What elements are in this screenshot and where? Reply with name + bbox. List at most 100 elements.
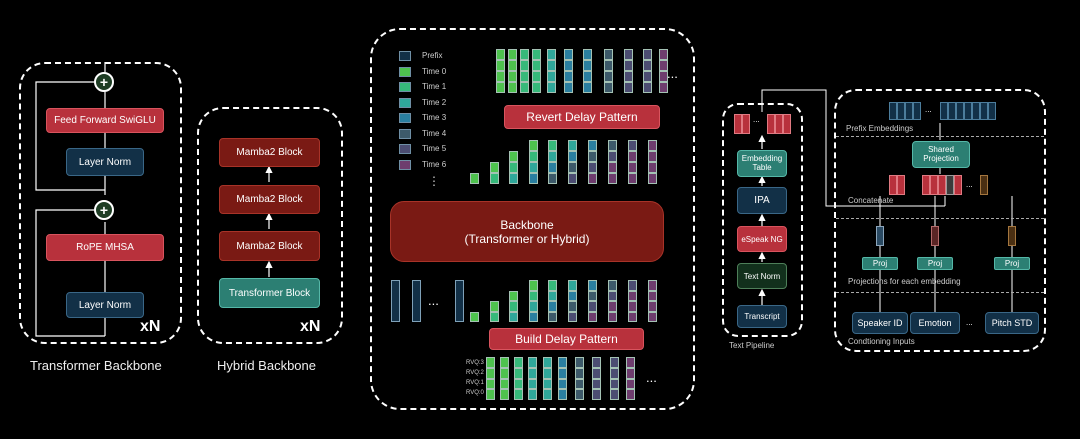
proj-embed-emotion (931, 226, 939, 246)
legend-more: ⋮ (428, 174, 440, 188)
token-cell (548, 301, 557, 312)
projections-caption: Projections for each embedding (848, 277, 961, 286)
backbone-block: Backbone (Transformer or Hybrid) (390, 201, 664, 262)
legend-swatch (399, 113, 411, 123)
layer-norm-bottom-block: Layer Norm (66, 292, 144, 318)
token-cell (648, 311, 657, 322)
token-cell (470, 311, 479, 322)
token-cell (496, 71, 505, 82)
rvq-label: RVQ:3 (466, 360, 484, 366)
concat-embedding (946, 175, 954, 195)
token-cell (528, 367, 537, 379)
token-cell (490, 173, 499, 184)
token-cell (604, 71, 613, 82)
token-cell (529, 290, 538, 301)
token-cell (528, 357, 537, 368)
token-cell (520, 82, 529, 93)
token-cell (508, 60, 517, 71)
transformer-repeat-label: xN (140, 318, 161, 335)
legend-label: Time 2 (422, 97, 447, 107)
token-cell (568, 301, 577, 312)
token-cell (558, 357, 567, 368)
token-cell (490, 301, 499, 312)
token-cell (564, 60, 573, 71)
token-cell (568, 290, 577, 301)
token-cell (543, 378, 552, 390)
rvq-label: RVQ:1 (466, 380, 484, 386)
ellipsis-top: ... (667, 66, 678, 81)
concatenate-caption: Concatenate (848, 196, 894, 205)
build-delay-pattern: Build Delay Pattern (489, 328, 644, 350)
rope-mhsa-block: RoPE MHSA (46, 234, 164, 261)
token-cell (659, 82, 668, 93)
token-cell (548, 290, 557, 301)
token-cell (514, 357, 523, 368)
text-embedding (742, 114, 750, 134)
token-cell (486, 367, 495, 379)
token-cell (509, 151, 518, 162)
prefix-dots: ... (925, 105, 932, 114)
legend-label: Prefix (422, 51, 443, 60)
token-cell (648, 301, 657, 312)
token-cell (648, 173, 657, 184)
token-cell (564, 49, 573, 60)
text-embedding (734, 114, 742, 134)
token-cell (575, 378, 584, 390)
token-cell (529, 162, 538, 173)
token-cell (509, 311, 518, 322)
token-cell (628, 311, 637, 322)
speaker-id-input: Speaker ID (852, 312, 908, 334)
proj-embed-pitch (1008, 226, 1016, 246)
token-cell (568, 280, 577, 291)
concat-embedding (897, 175, 905, 195)
separator (836, 136, 1044, 137)
token-cell (610, 367, 619, 379)
delay-pattern-frame (370, 28, 695, 410)
prefix-embedding (988, 102, 996, 120)
legend-label: Time 4 (422, 128, 447, 138)
concat-embedding (922, 175, 930, 195)
token-cell (547, 49, 556, 60)
proj-speaker: Proj (862, 257, 898, 270)
ellipsis-bottom: ... (646, 370, 657, 385)
prefix-embedding (972, 102, 980, 120)
token-cell (496, 60, 505, 71)
proj-embed-speaker (876, 226, 884, 246)
prefix-embedding (889, 102, 897, 120)
prefix-embedding (956, 102, 964, 120)
token-cell (568, 151, 577, 162)
token-cell (592, 378, 601, 390)
token-cell (648, 151, 657, 162)
rvq-label: RVQ:2 (466, 370, 484, 376)
token-cell (588, 311, 597, 322)
token-cell (564, 71, 573, 82)
token-cell (520, 49, 529, 60)
proj-emotion: Proj (917, 257, 953, 270)
token-cell (648, 280, 657, 291)
token-cell (643, 71, 652, 82)
hybrid-backbone-caption: Hybrid Backbone (217, 358, 316, 373)
token-cell (608, 151, 617, 162)
legend-swatch (399, 128, 411, 139)
token-cell (490, 311, 499, 322)
token-cell (496, 82, 505, 93)
embedding-table: Embedding Table (737, 150, 787, 177)
legend-label: Time 5 (422, 144, 447, 153)
token-cell (648, 162, 657, 173)
separator (836, 218, 1044, 219)
inputs-dots: ... (966, 318, 973, 327)
text-embedding (783, 114, 791, 134)
feed-forward-block: Feed Forward SwiGLU (46, 108, 164, 133)
legend-label: Time 6 (422, 159, 447, 169)
token-cell (624, 60, 633, 71)
conditioning-inputs-caption: Condtioning Inputs (848, 337, 915, 346)
token-cell (514, 378, 523, 390)
legend-label: Time 3 (422, 113, 447, 122)
prefix-embedding (897, 102, 905, 120)
token-cell (626, 357, 635, 368)
conditioning-frame (834, 89, 1046, 352)
token-cell (520, 60, 529, 71)
espeak-block: eSpeak NG (737, 226, 787, 252)
token-cell (575, 357, 584, 368)
token-cell (508, 82, 517, 93)
